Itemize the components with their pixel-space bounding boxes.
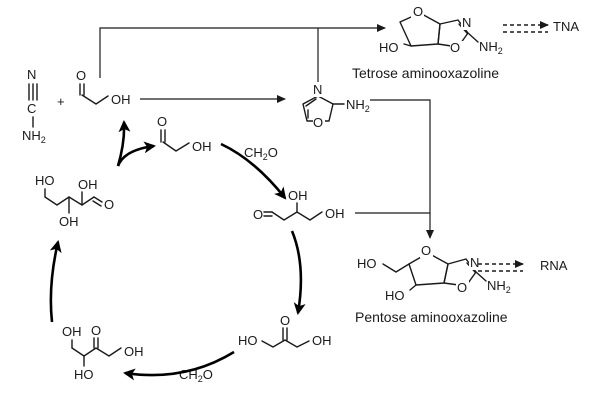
tetrose-sugar-ho: HO: [35, 173, 55, 188]
tetrose-aminooxazoline: O N O HO NH2 TNA: [379, 4, 579, 56]
cycle-glycolaldehyde-oh: OH: [192, 139, 212, 154]
pentose-nh2: NH2: [487, 278, 511, 295]
aminooxazole-molecule: N O NH2: [302, 82, 370, 130]
pentose-caption: Pentose aminooxazoline: [355, 309, 508, 325]
pentose-n: N: [470, 255, 479, 270]
aminooxazole-n: N: [313, 82, 322, 97]
cycle-arrow-ch2o-2: [123, 350, 235, 381]
pentulose-oh-top: OH: [62, 324, 82, 339]
tetrose-sugar-oh-top: OH: [78, 177, 98, 192]
pentose-ring-o: O: [421, 243, 431, 258]
aminooxazole-o: O: [313, 115, 323, 130]
rna-label: RNA: [540, 258, 568, 273]
cyanamide-molecule: N C NH2: [22, 67, 46, 145]
glycolaldehyde-reagent: O OH: [76, 68, 131, 107]
cycle-glycolaldehyde: O OH: [157, 114, 212, 154]
flow-lines: [99, 24, 434, 239]
cycle-arrow-to-reagent: [116, 120, 131, 167]
pentose-oxazoline-o: O: [457, 280, 467, 295]
tetrose-ring-o: O: [413, 4, 423, 19]
pentulose-oh-end: OH: [124, 344, 144, 359]
dha-oh: OH: [312, 333, 332, 348]
glycolaldehyde-oh: OH: [111, 92, 131, 107]
cycle-dihydroxyacetone: HO O OH: [238, 313, 332, 348]
cycle-ch2o-1: CH2O: [244, 145, 278, 162]
pentose-ho: HO: [385, 288, 405, 303]
tetrose-caption: Tetrose aminooxazoline: [352, 65, 499, 81]
glyceraldehyde-oh-end: OH: [325, 206, 345, 221]
cycle-arrow-ch2o-1: [220, 142, 287, 200]
glyceraldehyde-o: O: [253, 207, 263, 222]
tetrose-nh2: NH2: [479, 39, 503, 56]
cycle-pentulose: OH O OH HO: [62, 323, 144, 382]
cycle-glycolaldehyde-o: O: [157, 114, 167, 129]
aminooxazole-nh2: NH2: [346, 97, 370, 114]
cyanamide-c: C: [27, 101, 36, 116]
cycle-arrow-isomerize: [290, 230, 306, 315]
tetrose-sugar-oh-bottom: OH: [59, 214, 79, 229]
cycle-tetrose-sugar: HO OH OH O: [35, 173, 114, 229]
dha-ho: HO: [238, 333, 258, 348]
cyanamide-n: N: [27, 67, 36, 82]
tetrose-n: N: [462, 15, 471, 30]
ch2o-label-1: CH2O: [244, 145, 278, 162]
plus-sign: +: [57, 94, 65, 109]
tetrose-sugar-o: O: [104, 197, 114, 212]
tna-label: TNA: [553, 19, 579, 34]
glycolaldehyde-o: O: [76, 68, 86, 83]
cyanamide-nh2: NH2: [22, 128, 46, 145]
dha-o: O: [280, 313, 290, 328]
pentulose-ho: HO: [74, 367, 94, 382]
tetrose-oxazoline-o: O: [450, 40, 460, 55]
cycle-glyceraldehyde: OH O OH: [253, 188, 345, 222]
pentose-aminooxazoline: O N O HO HO NH2 RNA: [357, 243, 568, 303]
pentose-ho-top: HO: [357, 256, 377, 271]
tetrose-ho: HO: [379, 40, 399, 55]
pentulose-o: O: [91, 323, 101, 338]
cycle-arrow-to-glycolaldehyde: [116, 141, 156, 167]
cycle-arrows: [49, 120, 306, 381]
cycle-arrow-to-tetrose: [49, 240, 62, 323]
glyceraldehyde-oh-top: OH: [288, 188, 308, 203]
